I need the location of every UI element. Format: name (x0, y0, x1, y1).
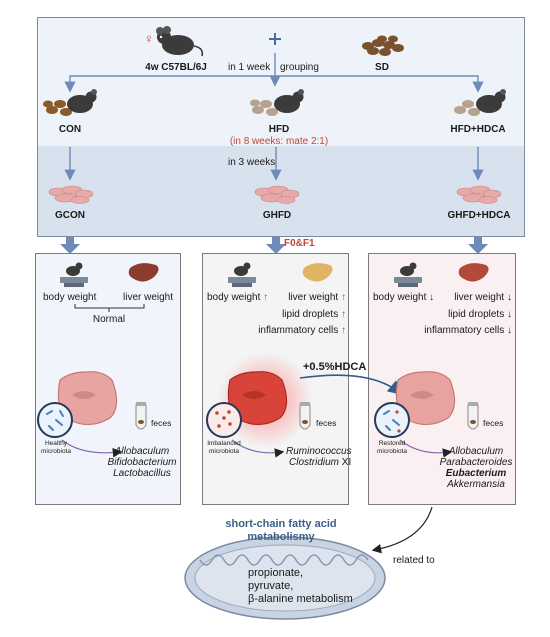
weeks-label: in 3 weeks (228, 157, 276, 168)
diet-label: SD (375, 62, 389, 73)
hdca-bacteria-4: Akkermansia (447, 479, 505, 490)
grouping-label: grouping (280, 62, 319, 73)
related-label: related to (393, 555, 435, 566)
bacteria-3: Lactobacillus (113, 468, 171, 479)
hfd-inflammatory-cells-label: inflammatory cells ↑ (258, 325, 346, 336)
pathway-1: propionate, (248, 567, 304, 579)
ghfd-label: GHFD (262, 210, 292, 221)
hfd-hdca-mouse-icon (454, 89, 506, 116)
hfd-liver-weight-label: liver weight ↑ (288, 292, 346, 303)
panel-arrows (60, 237, 488, 254)
hdca-microbiota-label: Restored microbiota (377, 440, 407, 455)
flow-arrow-3 (399, 439, 453, 458)
bacteria-1: Allobaculum (114, 446, 170, 457)
feces-tube-icon-3 (467, 402, 479, 430)
body-weight-label: body weight (43, 292, 97, 303)
group-hfd-hdca-label: HFD+HDCA (450, 124, 506, 135)
scale-icon-2 (228, 262, 256, 287)
liver-icon-3 (458, 263, 489, 282)
feces-label: feces (151, 418, 172, 428)
microbiota-circle-icon (37, 402, 73, 438)
group-hfd-label: HFD (268, 124, 290, 135)
hfd-microbiota-label: Imbalanced microbiota (207, 440, 241, 455)
normal-result: Normal (92, 314, 126, 325)
offspring-arrows (64, 147, 484, 181)
hfd-bacteria-1: Ruminococcus (286, 446, 352, 457)
female-symbol: ♀ (144, 31, 154, 46)
hfd-bacteria-2: Clostridium XI (289, 457, 352, 468)
gcon-label: GCON (55, 210, 85, 221)
treatment-arrow (299, 374, 403, 396)
treatment-label: +0.5%HDCA (303, 361, 367, 373)
group-con-label: CON (58, 124, 82, 135)
trend-down-icon: ↓ (507, 325, 512, 336)
scale-icon-3 (394, 262, 422, 287)
hfd-feces-label: feces (316, 418, 337, 428)
normal-brace (74, 304, 145, 312)
hdca-bacteria-3: Eubacterium (445, 468, 507, 479)
scale-icon (60, 262, 88, 287)
hdca-inflammatory-cells-label: inflammatory cells ↓ (424, 325, 512, 336)
hfd-body-weight-label: body weight ↑ (207, 292, 269, 303)
hdca-body-weight-label: body weight ↓ (373, 292, 435, 303)
feces-tube-icon-2 (299, 402, 311, 430)
metabolism-title-2: metabolismy (247, 531, 315, 543)
related-arrow (371, 506, 433, 554)
bacteria-2: Bifidobacterium (107, 457, 177, 468)
hdca-bacteria-1: Allobaculum (448, 446, 504, 457)
metabolism-title-1: short-chain fatty acid (225, 518, 337, 530)
microbiota-label: Healthy microbiota (41, 440, 71, 455)
trend-down-icon: ↓ (507, 309, 512, 320)
trend-up-icon: ↑ (263, 292, 269, 303)
hfd-note: (in 8 weeks: mate 2:1) (229, 136, 329, 147)
flow-arrow (61, 439, 123, 458)
feces-tube-icon (135, 402, 147, 430)
microbiota-circle-icon-2 (206, 402, 242, 438)
hfd-mouse-icon (250, 89, 304, 116)
pathway-3: β-alanine metabolism (248, 593, 353, 605)
week1-label: in 1 week (228, 62, 271, 73)
microbiota-circle-icon-3 (374, 402, 410, 438)
grouping-arrows (64, 53, 484, 93)
intestine-icon (57, 371, 118, 426)
mouse-icon (156, 26, 204, 57)
hdca-liver-weight-label: liver weight ↓ (454, 292, 512, 303)
mouse-strain-label: 4w C57BL/6J (145, 62, 207, 73)
hdca-lipid-droplets-label: lipid droplets ↓ (448, 309, 512, 320)
trend-down-icon: ↓ (429, 292, 435, 303)
plus-icon (269, 33, 281, 45)
fatty-liver-icon (302, 263, 333, 282)
trend-up-icon: ↑ (341, 309, 346, 320)
mitochondrion-icon (184, 536, 386, 620)
generation-label: F0&F1 (284, 238, 315, 249)
trend-up-icon: ↑ (341, 325, 346, 336)
flow-arrow-2 (231, 439, 285, 458)
hdca-feces-label: feces (483, 418, 504, 428)
pathway-2: pyruvate, (248, 580, 294, 592)
ghfd-hdca-label: GHFD+HDCA (447, 210, 511, 221)
liver-weight-label: liver weight (123, 292, 174, 303)
trend-up-icon: ↑ (341, 292, 346, 303)
pups-icon (48, 185, 502, 204)
trend-down-icon: ↓ (507, 292, 512, 303)
liver-icon (128, 263, 159, 282)
con-mouse-icon (43, 89, 97, 116)
food-pellets-icon (362, 35, 404, 56)
hfd-lipid-droplets-label: lipid droplets ↑ (282, 309, 346, 320)
hdca-bacteria-2: Parabacteroides (439, 457, 513, 468)
